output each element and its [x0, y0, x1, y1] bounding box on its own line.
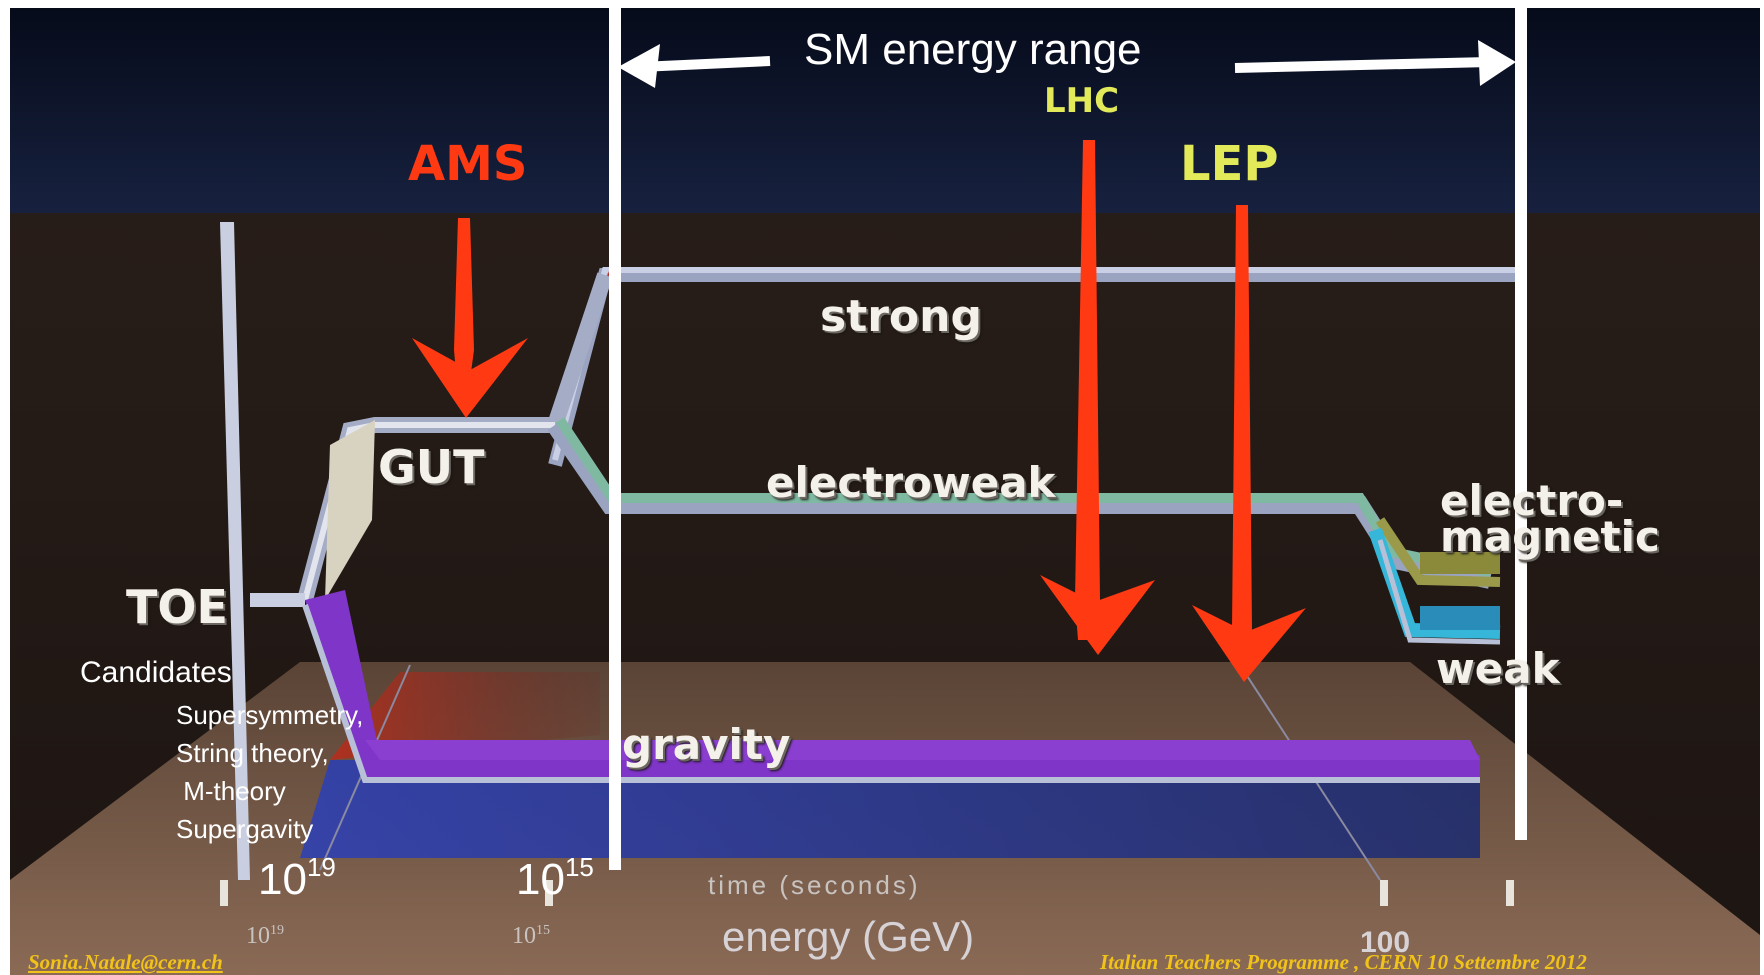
- range-arrow-left-shaft: [639, 56, 771, 72]
- axis-tick-1: 1019: [246, 923, 284, 949]
- candidate-item: M-theory: [176, 776, 286, 806]
- electromagnetic-label-line2: magnetic: [1440, 512, 1660, 561]
- lhc-arrow: [1040, 140, 1155, 655]
- candidate-item: Supergavity: [176, 814, 314, 844]
- lep-label: LEP: [1180, 136, 1279, 192]
- axis-tick-3: 100: [1360, 926, 1411, 959]
- energy-marker-1e19: 1019: [258, 854, 336, 902]
- candidate-item: String theory,: [176, 738, 329, 768]
- tick-exponent: 15: [536, 923, 550, 938]
- range-arrow-right-shaft: [1234, 57, 1491, 73]
- gut-label: GUT: [378, 440, 485, 494]
- tick-mark: [545, 880, 553, 906]
- toe-label: TOE: [126, 580, 228, 634]
- time-axis-label: time (seconds): [708, 870, 921, 900]
- footer-email[interactable]: Sonia.Natale@cern.ch: [28, 950, 223, 974]
- tick-mark: [1380, 880, 1388, 906]
- marker-exponent: 15: [564, 852, 594, 882]
- toe-axis: [220, 222, 250, 880]
- sm-range-right-line: [1515, 0, 1527, 840]
- energy-axis-label: energy (GeV): [722, 913, 975, 960]
- sm-range-left-line: [609, 0, 621, 870]
- sm-energy-range-label: SM energy range: [804, 25, 1142, 74]
- marker-exponent: 19: [306, 852, 336, 882]
- em-band: [1375, 517, 1501, 587]
- lhc-label: LHC: [1044, 81, 1120, 121]
- tick-mark: [1506, 880, 1514, 906]
- tick-base: 10: [512, 923, 536, 949]
- strong-label: strong: [820, 291, 982, 342]
- sky-band: [10, 8, 1760, 213]
- weak-band-edge: [1377, 539, 1501, 645]
- range-arrow-left-head: [618, 44, 660, 88]
- energy-marker-1e15: 1015: [516, 854, 594, 902]
- lep-arrow: [1192, 205, 1306, 682]
- tick-exponent: 19: [270, 923, 284, 938]
- gravity-band: [305, 590, 1480, 780]
- gravity-band-edge: [302, 604, 1480, 783]
- electroweak-label: electroweak: [766, 458, 1056, 507]
- candidate-item: Supersymmetry,: [176, 700, 364, 730]
- gravity-top: [365, 740, 1480, 760]
- marker-base: 10: [258, 855, 307, 904]
- weak-block: [1420, 606, 1500, 630]
- footer-event: Italian Teachers Programme , CERN 10 Set…: [1100, 950, 1587, 974]
- tick-mark: [220, 880, 228, 906]
- ams-arrow: [412, 218, 528, 418]
- blue-floor-band: [300, 760, 1480, 858]
- gravity-label: gravity: [622, 720, 791, 769]
- tick-base: 10: [246, 923, 270, 949]
- electromagnetic-label-line1: electro-: [1440, 476, 1624, 525]
- marker-base: 10: [516, 855, 565, 904]
- ams-label: AMS: [408, 136, 528, 192]
- range-arrow-right-head: [1478, 40, 1516, 86]
- em-block: [1420, 552, 1500, 574]
- weak-label: weak: [1436, 644, 1560, 693]
- gut-face: [325, 420, 375, 600]
- axis-tick-2: 1015: [512, 923, 550, 949]
- candidates-title: Candidates: [80, 656, 232, 689]
